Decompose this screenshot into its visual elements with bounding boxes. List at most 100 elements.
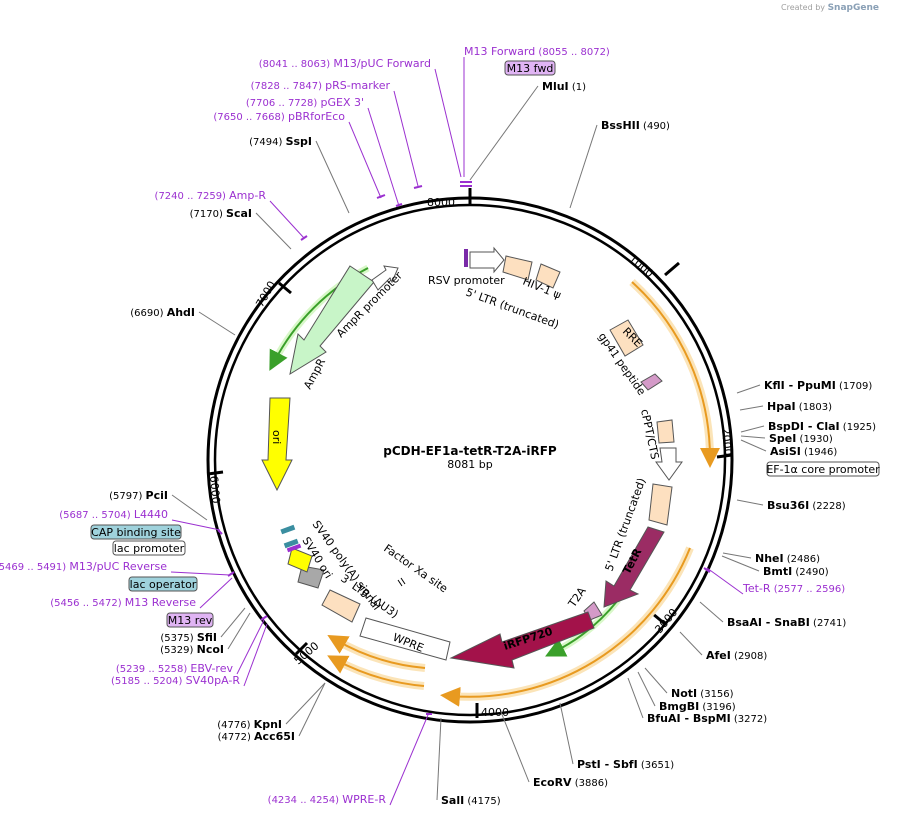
site-bfuai[interactable]: BfuAI - BspMI (3272) — [627, 677, 768, 725]
cppt-shape[interactable] — [656, 419, 675, 444]
site-psti[interactable]: PstI - SbfI (3651) — [559, 702, 674, 771]
site-leader-line — [736, 384, 761, 394]
wpre-shape[interactable] — [359, 617, 451, 661]
primer-m13-forward[interactable]: M13 Forward (8055 .. 8072) — [463, 45, 610, 177]
site-bspdi[interactable]: BspDI - ClaI (1925) — [740, 420, 876, 433]
site-scai[interactable]: (7170) ScaI — [190, 207, 292, 250]
primer-label: (7650 .. 7668) pBRforEco — [213, 110, 345, 123]
site-nhei[interactable]: NheI (2486) — [722, 552, 820, 565]
sv40-polya-shape[interactable] — [287, 547, 313, 573]
cap-site-shape[interactable] — [280, 524, 296, 535]
site-sspi[interactable]: (7494) SspI — [249, 135, 350, 214]
primer-amp-r[interactable]: (7240 .. 7259) Amp-R — [155, 189, 305, 239]
site-name: NheI — [755, 552, 784, 565]
site-bsu36i[interactable]: Bsu36I (2228) — [736, 499, 846, 512]
site-ncoi[interactable]: (5329) NcoI — [160, 612, 251, 656]
site-name: BspDI — [768, 420, 804, 433]
primer-pgex-3[interactable]: (7706 .. 7728) pGEX 3' — [246, 96, 400, 207]
sv40-ori-shape[interactable] — [297, 565, 325, 589]
box-cap-binding-site[interactable]: CAP binding site — [90, 524, 182, 540]
site-bmgbi[interactable]: BmgBI (3196) — [637, 671, 736, 713]
site-label: AsiSI (1946) — [770, 445, 837, 458]
site-dash: - — [601, 758, 613, 771]
ltr5-truncated-shape[interactable] — [502, 255, 533, 281]
factor-xa-marks[interactable] — [397, 577, 406, 587]
ampr-promoter-arrow[interactable] — [371, 265, 399, 291]
site-noti[interactable]: NotI (3156) — [644, 667, 734, 700]
primer-sv40pa-r[interactable]: (5185 .. 5204) SV40pA-R — [111, 623, 268, 687]
primer-l4440[interactable]: (5687 .. 5704) L4440 — [59, 508, 221, 531]
m13-rev-shape[interactable] — [286, 543, 302, 553]
box-ef-1-core-promoter[interactable]: EF-1α core promoter — [766, 461, 880, 477]
site-dash: - — [804, 420, 816, 433]
primer-leader-line — [236, 619, 265, 675]
site-pos: (2228) — [809, 501, 846, 512]
site-bsshii[interactable]: BssHII (490) — [569, 119, 670, 209]
primer-m13-puc-forward[interactable]: (8041 .. 8063) M13/pUC Forward — [259, 57, 462, 178]
hiv-psi-shape[interactable] — [535, 263, 561, 289]
site-ahdi[interactable]: (6690) AhdI — [130, 306, 236, 336]
box-lac-operator[interactable]: lac operator — [128, 576, 198, 592]
gp41-shape[interactable] — [640, 373, 663, 391]
primer-name: M13/pUC Reverse — [69, 560, 167, 573]
primer-label: Tet-R (2577 .. 2596) — [742, 582, 845, 595]
primer-labels[interactable]: M13 Forward (8055 .. 8072)(8041 .. 8063)… — [0, 45, 845, 806]
irfp720-arrow[interactable] — [449, 611, 595, 669]
site-kpni[interactable]: (4776) KpnI — [217, 682, 326, 731]
rsv-promoter-arrow[interactable] — [469, 246, 505, 274]
ltr5-lower-shape[interactable] — [648, 483, 673, 526]
tetr-arrow[interactable] — [603, 526, 665, 608]
box-m13-rev[interactable]: M13 rev — [166, 612, 214, 628]
orf-arc-3-line — [327, 635, 426, 669]
ef1a-promoter-arrow[interactable] — [655, 447, 683, 481]
site-sali[interactable]: SalI (4175) — [436, 717, 501, 807]
site-leader-line — [198, 311, 236, 336]
box-m13-fwd[interactable]: M13 fwd — [504, 60, 556, 76]
primer-ebv-rev[interactable]: (5239 .. 5258) EBV-rev — [116, 619, 265, 675]
site-leader-line — [740, 435, 766, 439]
primer-m13-puc-reverse[interactable]: (5469 .. 5491) M13/pUC Reverse — [0, 560, 231, 576]
site-ecorv[interactable]: EcoRV (3886) — [500, 711, 608, 789]
site-bmti[interactable]: BmtI (2490) — [721, 555, 829, 578]
primer-leader-line — [243, 623, 268, 687]
site-spei[interactable]: SpeI (1930) — [740, 432, 833, 445]
site-pos: (3156) — [697, 689, 734, 700]
site-dash: - — [681, 712, 693, 725]
ampr-arrow[interactable] — [289, 265, 375, 376]
rre-shape[interactable] — [609, 319, 644, 357]
primer-wpre-r[interactable]: (4234 .. 4254) WPRE-R — [268, 714, 429, 806]
ori-arrow[interactable] — [261, 397, 293, 492]
primer-leader-line — [170, 571, 231, 576]
site-pos: (3272) — [731, 714, 768, 725]
primer-name: M13 Reverse — [125, 596, 196, 609]
site-hpai[interactable]: HpaI (1803) — [739, 400, 832, 413]
ltr3-shape[interactable] — [321, 589, 361, 623]
primer-m13-reverse[interactable]: (5456 .. 5472) M13 Reverse — [50, 577, 233, 609]
rsv-marker[interactable] — [464, 249, 468, 267]
primer-leader-line — [389, 714, 429, 806]
site-label: (5797) PciI — [109, 489, 168, 502]
site-kfli[interactable]: KflI - PpuMI (1709) — [736, 379, 872, 394]
primer-label: (5469 .. 5491) M13/pUC Reverse — [0, 560, 167, 573]
primer-name: M13 Forward — [464, 45, 535, 58]
box-lac-promoter[interactable]: lac promoter — [112, 540, 186, 556]
site-afei[interactable]: AfeI (2908) — [679, 631, 767, 662]
site-label: BmtI (2490) — [763, 565, 829, 578]
site-asisi[interactable]: AsiSI (1946) — [740, 439, 837, 458]
restriction-sites[interactable]: MluI (1)BssHII (490) KflI - PpuMI (1709) H… — [109, 80, 876, 807]
site-bsaai[interactable]: BsaAI - SnaBI (2741) — [699, 601, 846, 629]
primer-tet-r[interactable]: Tet-R (2577 .. 2596) — [706, 567, 845, 595]
primer-pbrforeco[interactable]: (7650 .. 7668) pBRforEco — [213, 110, 382, 199]
site-acc65i[interactable]: (4772) Acc65I — [218, 682, 326, 743]
lac-operator-shape[interactable] — [283, 538, 299, 549]
site-pos: (5329) — [160, 645, 196, 656]
orf-arc-1-line — [631, 281, 720, 468]
site-leader-line — [285, 682, 326, 725]
site-pcii[interactable]: (5797) PciI — [109, 489, 208, 521]
site-sfii[interactable]: (5375) SfiI — [160, 607, 246, 644]
primer-prs-marker[interactable]: (7828 .. 7847) pRS-marker — [251, 79, 419, 187]
site-mlui[interactable]: MluI (1) — [469, 80, 586, 181]
feature-shapes[interactable] — [261, 246, 683, 669]
